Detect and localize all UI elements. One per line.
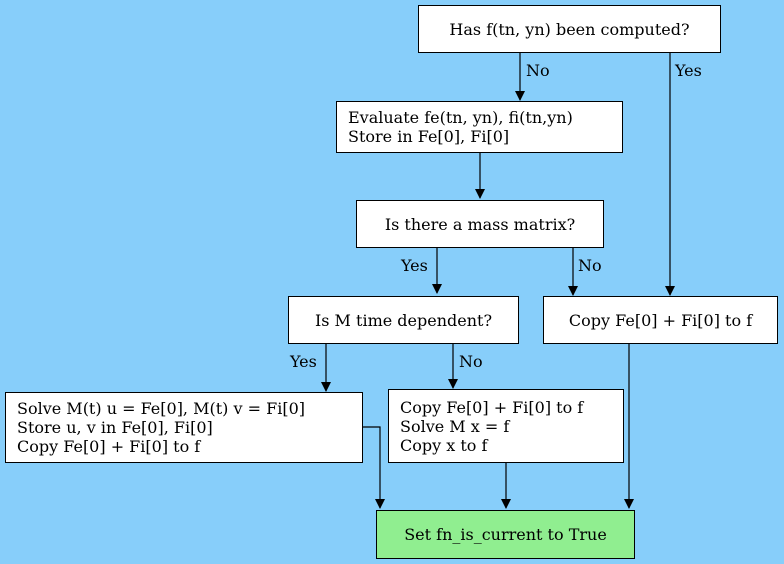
node-evaluate: Evaluate fe(tn, yn), fi(tn,yn) Store in … xyxy=(336,101,623,153)
edge-label-time-no: No xyxy=(459,352,483,371)
node-line: Store in Fe[0], Fi[0] xyxy=(348,127,510,146)
node-line: Set fn_is_current to True xyxy=(404,525,607,544)
node-set-current: Set fn_is_current to True xyxy=(376,510,635,559)
node-line: Copy Fe[0] + Fi[0] to f xyxy=(17,437,201,456)
node-mass-question: Is there a mass matrix? xyxy=(356,200,604,248)
node-solve-mt: Solve M(t) u = Fe[0], M(t) v = Fi[0] Sto… xyxy=(5,392,363,463)
edge-solve-mt-to-set xyxy=(362,426,385,509)
node-line: Copy Fe[0] + Fi[0] to f xyxy=(568,310,753,330)
node-line: Solve M(t) u = Fe[0], M(t) v = Fi[0] xyxy=(17,399,305,418)
node-time-question: Is M time dependent? xyxy=(288,296,519,344)
node-line: Solve M x = f xyxy=(400,416,510,436)
edge-label-computed-no: No xyxy=(526,61,550,80)
edge-label-computed-yes: Yes xyxy=(675,61,702,80)
node-line: Is there a mass matrix? xyxy=(384,214,576,234)
edge-label-mass-yes: Yes xyxy=(401,256,428,275)
node-line: Copy Fe[0] + Fi[0] to f xyxy=(400,397,584,417)
node-line: Evaluate fe(tn, yn), fi(tn,yn) xyxy=(348,108,573,127)
node-computed-question: Has f(tn, yn) been computed? xyxy=(418,5,721,53)
node-line: Is M time dependent? xyxy=(314,310,493,330)
edge-label-mass-no: No xyxy=(578,256,602,275)
node-line: Has f(tn, yn) been computed? xyxy=(449,19,690,39)
edge-label-time-yes: Yes xyxy=(290,352,317,371)
node-solve-m: Copy Fe[0] + Fi[0] to f Solve M x = f Co… xyxy=(388,389,624,463)
node-line: Store u, v in Fe[0], Fi[0] xyxy=(17,418,213,437)
node-copy-sum: Copy Fe[0] + Fi[0] to f xyxy=(543,296,778,344)
node-line: Copy x to f xyxy=(400,435,488,455)
